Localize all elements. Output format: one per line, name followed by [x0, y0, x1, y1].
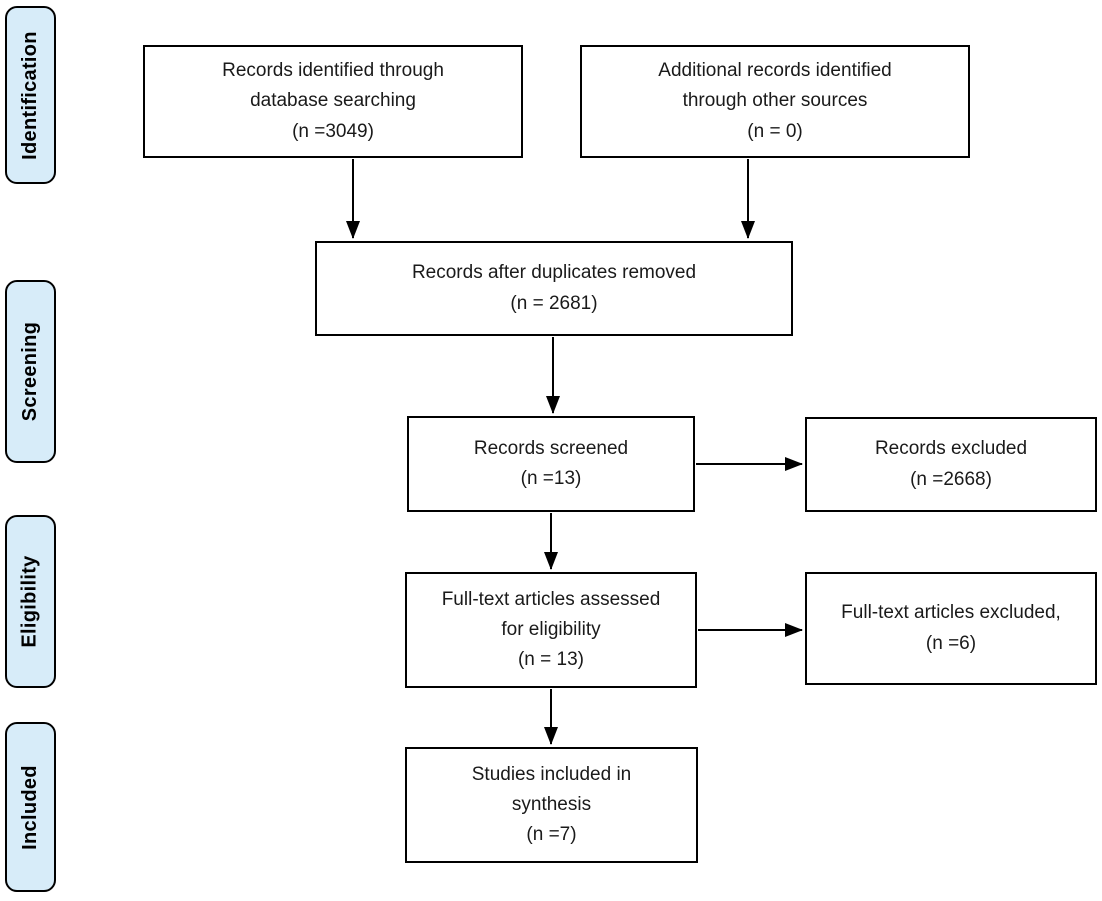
stage-label-included: Included — [5, 722, 56, 892]
node-studies-included: Studies included in synthesis (n =7) — [405, 747, 698, 863]
stage-label-identification: Identification — [5, 6, 56, 184]
stage-label-text: Identification — [19, 30, 41, 160]
node-records-screened: Records screened (n =13) — [407, 416, 695, 512]
stage-label-screening: Screening — [5, 280, 56, 463]
node-records-identified: Records identified through database sear… — [143, 45, 523, 158]
stage-label-text: Included — [19, 764, 42, 850]
node-fulltext-assessed: Full-text articles assessed for eligibil… — [405, 572, 697, 688]
stage-label-eligibility: Eligibility — [5, 515, 56, 688]
node-duplicates-removed: Records after duplicates removed (n = 26… — [315, 241, 793, 336]
node-additional-records: Additional records identified through ot… — [580, 45, 970, 158]
stage-label-text: Eligibility — [19, 555, 42, 648]
stage-label-text: Screening — [19, 321, 41, 422]
node-fulltext-excluded: Full-text articles excluded, (n =6) — [805, 572, 1097, 685]
node-records-excluded: Records excluded (n =2668) — [805, 417, 1097, 512]
